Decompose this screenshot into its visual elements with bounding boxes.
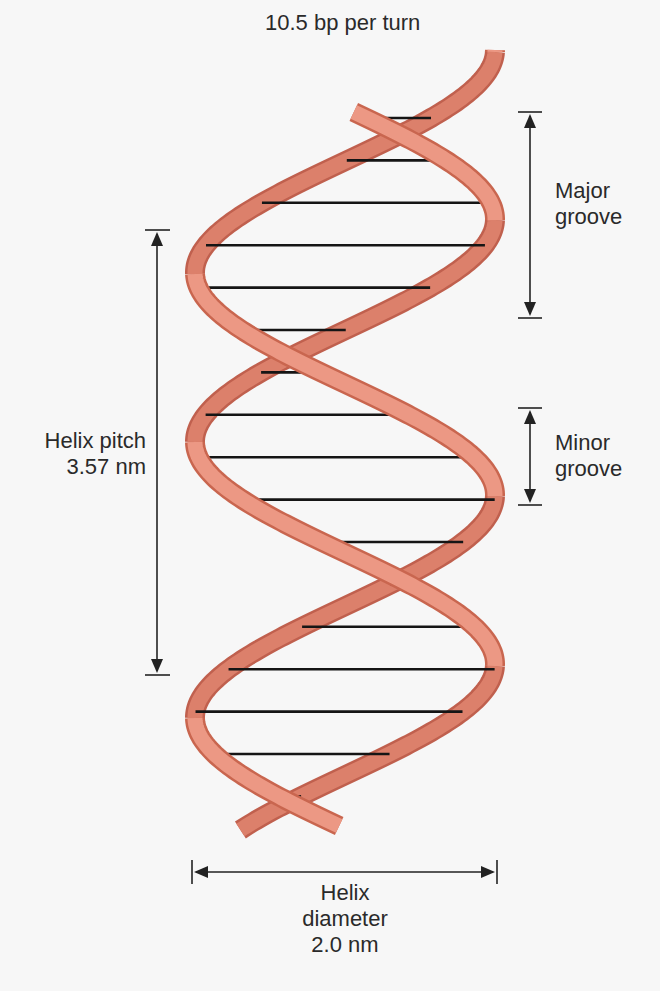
base-pair: [199, 456, 475, 459]
groove-label: Major groove: [555, 178, 655, 230]
groove-label: Minor groove: [555, 430, 655, 482]
base-pair: [262, 202, 491, 205]
base-pair: [198, 286, 430, 289]
backbone-strand: [195, 274, 495, 496]
backbone-strand: [195, 442, 495, 666]
base-pair: [302, 625, 475, 628]
turn-label: 10.5 bp per turn: [265, 10, 420, 36]
backbone-strand: [195, 52, 495, 274]
backbone-strand: [354, 112, 495, 220]
backbone-strand: [354, 112, 495, 220]
backbone-strand: [195, 718, 339, 826]
base-pair: [243, 498, 495, 501]
backbone-strand: [195, 274, 495, 496]
backbone-strand: [487, 50, 502, 52]
base-pair: [206, 413, 409, 416]
base-pair: [196, 710, 463, 713]
base-pair: [206, 244, 485, 247]
base-pair: [229, 668, 495, 671]
backbone-strand: [195, 52, 495, 274]
backbone-strand: [195, 442, 495, 666]
dimension-label: Helix pitch 3.57 nm: [8, 428, 146, 480]
backbone-strand: [485, 50, 505, 52]
dimension-label: Helix diameter 2.0 nm: [290, 880, 400, 958]
backbone-strand: [195, 718, 339, 826]
base-pair: [214, 753, 389, 756]
